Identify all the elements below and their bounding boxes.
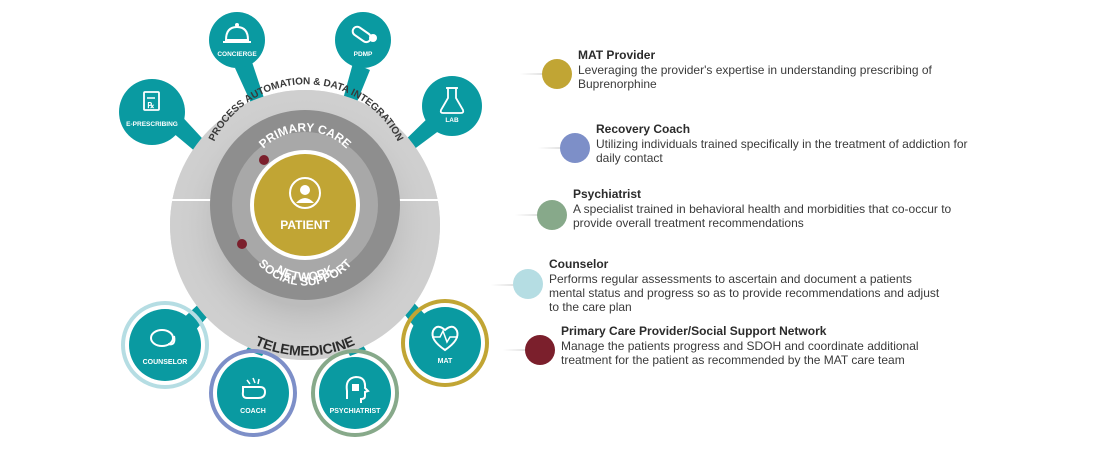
legend-title: Psychiatrist: [573, 187, 642, 201]
legend-dot-psychiatrist: [537, 200, 567, 230]
node-pdmp: PDMP: [335, 12, 391, 68]
prescription-icon: ℞: [143, 91, 160, 111]
social-support-label-2: NETWORK: [274, 262, 336, 284]
node-e-prescribing: ℞ E-PRESCRIBING: [119, 79, 185, 145]
legend-title: MAT Provider: [578, 48, 656, 62]
node-mat: MAT: [401, 299, 489, 387]
node-label-counselor: COUNSELOR: [143, 359, 188, 366]
node-label-psychiatrist: PSYCHIATRIST: [330, 408, 382, 415]
head-puzzle-icon: [345, 375, 370, 403]
legend-title: Recovery Coach: [596, 122, 691, 136]
pill-icon: [351, 25, 377, 44]
node-psychiatrist: PSYCHIATRIST: [311, 349, 399, 437]
patient-label: PATIENT: [280, 218, 330, 232]
legend-desc: Leveraging the provider's expertise in u…: [578, 63, 932, 91]
node-label-e-prescribing: E-PRESCRIBING: [126, 121, 178, 128]
legend-title: Primary Care Provider/Social Support Net…: [561, 324, 827, 338]
primary-care-dot: [259, 155, 269, 165]
legend-desc: Performs regular assessments to ascertai…: [549, 272, 940, 314]
node-counselor: COUNSELOR: [121, 301, 209, 389]
legend-desc: Manage the patients progress and SDOH an…: [561, 339, 919, 367]
bell-icon: [223, 23, 251, 43]
svg-text:℞: ℞: [147, 101, 154, 110]
patient-circle: [254, 154, 356, 256]
legend-dot-primary-care-provider: [525, 335, 555, 365]
whistle-icon: [241, 377, 267, 399]
social-support-dot: [237, 239, 247, 249]
chat-icon: [150, 329, 176, 347]
legend-dot-mat-provider: [542, 59, 572, 89]
node-concierge: CONCIERGE: [209, 12, 265, 68]
legend-desc: Utilizing individuals trained specifical…: [596, 137, 968, 165]
node-coach: COACH: [209, 349, 297, 437]
node-label-mat: MAT: [438, 358, 453, 365]
legend-dot-recovery-coach: [560, 133, 590, 163]
flask-icon: [439, 87, 465, 114]
legend-dot-counselor: [513, 269, 543, 299]
legend-desc: A specialist trained in behavioral healt…: [573, 202, 952, 230]
patient-icon: [289, 177, 321, 209]
heart-pulse-icon: [431, 325, 459, 352]
node-label-concierge: CONCIERGE: [217, 51, 257, 58]
node-label-pdmp: PDMP: [354, 51, 373, 58]
legend-title: Counselor: [549, 257, 609, 271]
node-label-lab: LAB: [445, 117, 459, 124]
node-lab: LAB: [422, 76, 482, 136]
node-label-coach: COACH: [240, 408, 266, 415]
